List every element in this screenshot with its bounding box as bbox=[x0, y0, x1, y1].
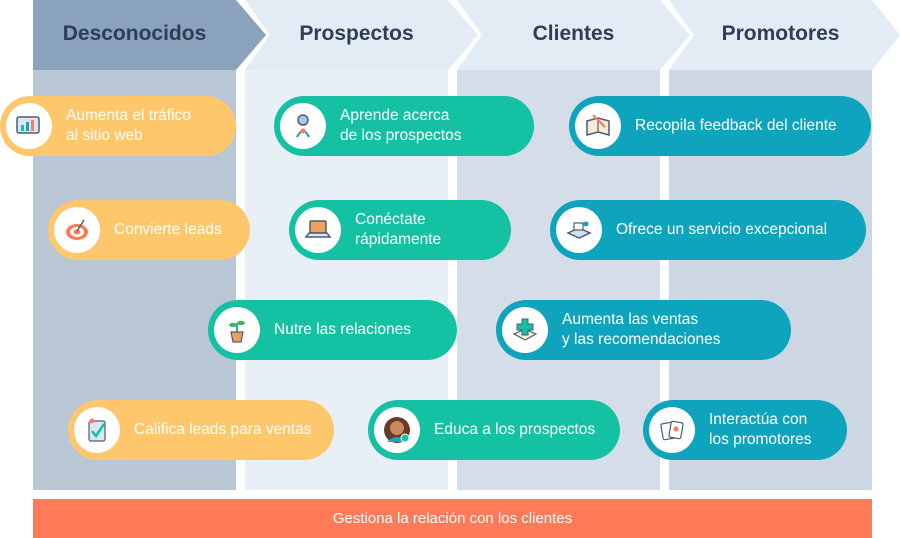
stage-chevron-desconocidos bbox=[33, 0, 266, 70]
action-pill-convierte-leads[interactable]: Convierte leads bbox=[48, 200, 250, 260]
stage-header-chevrons bbox=[33, 0, 900, 70]
action-pill-aumenta-ventas[interactable]: Aumenta las ventas y las recomendaciones bbox=[496, 300, 791, 360]
stage-label-promotores: Promotores bbox=[721, 22, 840, 45]
action-label: Aumenta las ventas y las recomendaciones bbox=[562, 311, 721, 348]
target-icon bbox=[54, 207, 100, 253]
action-pill-aumenta-trafico[interactable]: Aumenta el tráfico al sitio web bbox=[0, 96, 236, 156]
person-avatar-icon bbox=[374, 407, 420, 453]
action-pill-aprende-prospectos[interactable]: Aprende acerca de los prospectos bbox=[274, 96, 534, 156]
cards-icon bbox=[649, 407, 695, 453]
action-pill-ofrece-servicio[interactable]: Ofrece un servicio excepcional bbox=[550, 200, 866, 260]
checklist-icon bbox=[74, 407, 120, 453]
action-pill-conectate-rapidamente[interactable]: Conéctate rápidamente bbox=[289, 200, 511, 260]
crm-bar-label: Gestiona la relación con los clientes bbox=[332, 510, 573, 527]
service-desk-icon bbox=[556, 207, 602, 253]
notebook-icon bbox=[575, 103, 621, 149]
stage-label-prospectos: Prospectos bbox=[299, 22, 414, 45]
stage-label-clientes: Clientes bbox=[532, 22, 615, 45]
action-label: Educa a los prospectos bbox=[434, 421, 596, 438]
research-icon bbox=[280, 103, 326, 149]
stage-chevron-promotores bbox=[669, 0, 900, 70]
action-label: Nutre las relaciones bbox=[274, 321, 411, 338]
action-label: Recopila feedback del cliente bbox=[635, 117, 837, 134]
action-pill-califica-leads[interactable]: Califica leads para ventas bbox=[68, 400, 334, 460]
action-label: Aprende acerca de los prospectos bbox=[340, 107, 462, 144]
stage-label-desconocidos: Desconocidos bbox=[62, 22, 207, 45]
action-label: Convierte leads bbox=[114, 221, 222, 238]
action-pill-educa-prospectos[interactable]: Educa a los prospectos bbox=[368, 400, 620, 460]
plant-icon bbox=[214, 307, 260, 353]
website-traffic-icon bbox=[6, 103, 52, 149]
action-label: Interactúa con los promotores bbox=[709, 411, 812, 448]
stage-chevron-prospectos bbox=[245, 0, 478, 70]
action-label: Aumenta el tráfico al sitio web bbox=[66, 107, 191, 144]
action-label: Conéctate rápidamente bbox=[355, 211, 442, 248]
plus-cube-icon bbox=[502, 307, 548, 353]
laptop-icon bbox=[295, 207, 341, 253]
crm-bar: Gestiona la relación con los clientes bbox=[33, 499, 872, 538]
action-pill-recopila-feedback[interactable]: Recopila feedback del cliente bbox=[569, 96, 871, 156]
action-label: Ofrece un servicio excepcional bbox=[616, 221, 828, 238]
action-pill-interactua-promotores[interactable]: Interactúa con los promotores bbox=[643, 400, 847, 460]
stage-chevron-clientes bbox=[457, 0, 690, 70]
action-label: Califica leads para ventas bbox=[134, 421, 312, 438]
action-pill-nutre-relaciones[interactable]: Nutre las relaciones bbox=[208, 300, 457, 360]
